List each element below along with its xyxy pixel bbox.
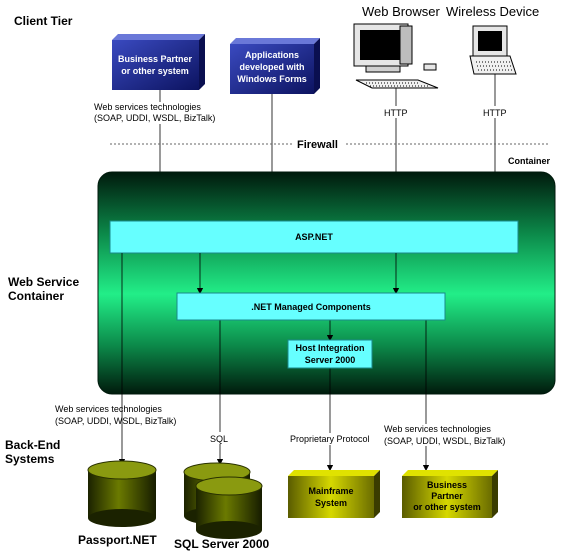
web-service-tier-label-2: Container <box>8 289 64 303</box>
aspnet-label: ASP.NET <box>295 232 333 242</box>
windows-forms-label-3: Windows Forms <box>237 74 306 84</box>
managed-components-label: .NET Managed Components <box>251 302 371 312</box>
backend-tier-label-1: Back-End <box>5 438 60 452</box>
container-label: Container <box>508 156 551 166</box>
web-browser-label: Web Browser <box>362 4 440 19</box>
his-label-1: Host Integration <box>296 343 365 353</box>
business-partner-backend-box: Business Partner or other system <box>402 470 498 518</box>
aspnet-box: ASP.NET <box>109 220 519 254</box>
proprietary-protocol-label: Proprietary Protocol <box>290 434 370 444</box>
laptop-icon <box>469 25 517 75</box>
partner-backend-label-2: Partner <box>431 491 463 501</box>
firewall-label: Firewall <box>297 139 338 151</box>
ws-tech-right-label-2: (SOAP, UDDI, WSDL, BizTalk) <box>384 436 505 446</box>
partner-backend-label-3: or other system <box>413 502 481 512</box>
ws-tech-top-label-2: (SOAP, UDDI, WSDL, BizTalk) <box>94 113 215 123</box>
ws-tech-left-label-1: Web services technologies <box>55 404 162 414</box>
mainframe-label-2: System <box>315 498 347 508</box>
ws-tech-top-label-1: Web services technologies <box>94 102 201 112</box>
desktop-computer-icon <box>353 23 439 89</box>
business-partner-client-box: Business Partner or other system <box>112 34 205 90</box>
sql-server-label: SQL Server 2000 <box>174 537 270 551</box>
backend-tier-label-2: Systems <box>5 452 55 466</box>
partner-backend-label-1: Business <box>427 480 467 490</box>
web-service-tier-label-1: Web Service <box>8 275 79 289</box>
windows-forms-client-box: Applications developed with Windows Form… <box>230 38 320 94</box>
http-browser-label: HTTP <box>384 108 408 118</box>
mainframe-label-1: Mainframe <box>308 486 353 496</box>
sql-label: SQL <box>210 434 228 444</box>
passport-database-icon <box>87 460 157 527</box>
windows-forms-label-1: Applications <box>245 50 299 60</box>
business-partner-label-1: Business Partner <box>118 54 193 64</box>
client-tier-label: Client Tier <box>14 14 73 28</box>
host-integration-box: Host Integration Server 2000 <box>287 339 373 369</box>
ws-tech-left-label-2: (SOAP, UDDI, WSDL, BizTalk) <box>55 416 176 426</box>
ws-tech-right-label-1: Web services technologies <box>384 424 491 434</box>
business-partner-label-2: or other system <box>121 66 189 76</box>
passport-label: Passport.NET <box>78 533 157 547</box>
managed-components-box: .NET Managed Components <box>176 292 446 321</box>
his-label-2: Server 2000 <box>305 355 356 365</box>
http-wireless-label: HTTP <box>483 108 507 118</box>
windows-forms-label-2: developed with <box>239 62 304 72</box>
sql-server-database-icon <box>183 462 263 539</box>
mainframe-box: Mainframe System <box>288 470 380 518</box>
wireless-device-label: Wireless Device <box>446 4 539 19</box>
